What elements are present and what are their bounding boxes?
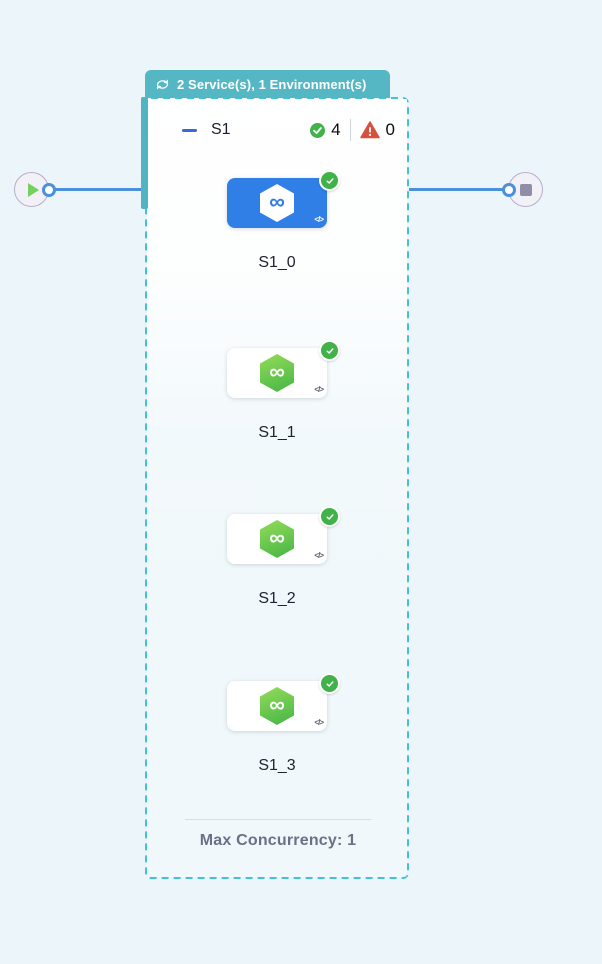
link-port-left (42, 183, 56, 197)
service-node-group: ∞ </> S1_2 (177, 506, 377, 608)
stop-icon (519, 183, 532, 196)
service-node-s1-1[interactable]: ∞ </> (227, 340, 340, 398)
service-node-s1-2[interactable]: ∞ </> (227, 506, 340, 564)
play-icon (27, 182, 39, 197)
link-port-right (502, 183, 516, 197)
service-node-s1-0[interactable]: ∞ </> (227, 170, 340, 228)
service-node-group: ∞ </> S1_3 (177, 673, 377, 775)
node-label: S1_2 (258, 590, 296, 607)
service-node-group: ∞ </> S1_1 (177, 340, 377, 442)
stage-footer: Max Concurrency: 1 (184, 819, 372, 850)
node-status-success-icon (319, 506, 340, 527)
service-hexagon-icon: ∞ (260, 687, 294, 725)
warning-icon (359, 121, 380, 139)
loop-icon (156, 79, 169, 89)
error-count: 0 (385, 120, 395, 139)
node-code-icon: </> (314, 385, 324, 394)
service-hexagon-icon: ∞ (260, 354, 294, 392)
stage-name-label: S1 (211, 121, 231, 138)
node-code-icon: </> (314, 718, 324, 727)
node-label: S1_0 (258, 254, 296, 271)
link-line-left (49, 188, 143, 191)
stage-group-background (147, 99, 407, 877)
collapse-stage-button[interactable] (182, 128, 197, 132)
link-line-right (409, 188, 509, 191)
service-hexagon-icon: ∞ (260, 184, 294, 222)
infinity-glyph: ∞ (269, 359, 285, 384)
stage-badge-label: 2 Service(s), 1 Environment(s) (177, 76, 367, 92)
node-code-icon: </> (314, 551, 324, 560)
stage-header-row: S1 4 0 (160, 117, 395, 143)
stage-left-highlight-bar (141, 97, 148, 209)
service-hexagon-icon: ∞ (260, 520, 294, 558)
max-concurrency-label: Max Concurrency: 1 (199, 832, 357, 849)
count-divider (349, 119, 351, 141)
node-status-success-icon (319, 340, 340, 361)
footer-divider (185, 819, 371, 820)
stage-services-badge[interactable]: 2 Service(s), 1 Environment(s) (145, 70, 390, 98)
node-code-icon: </> (314, 215, 324, 224)
stage-status-counts: 4 0 (310, 119, 395, 141)
node-label: S1_1 (258, 424, 296, 441)
success-icon (310, 122, 326, 138)
infinity-glyph: ∞ (269, 189, 285, 214)
service-node-s1-3[interactable]: ∞ </> (227, 673, 340, 731)
infinity-glyph: ∞ (269, 525, 285, 550)
node-status-success-icon (319, 170, 340, 191)
service-node-group: ∞ </> S1_0 (177, 170, 377, 272)
node-label: S1_3 (258, 757, 296, 774)
node-status-success-icon (319, 673, 340, 694)
infinity-glyph: ∞ (269, 692, 285, 717)
success-count: 4 (331, 120, 341, 139)
